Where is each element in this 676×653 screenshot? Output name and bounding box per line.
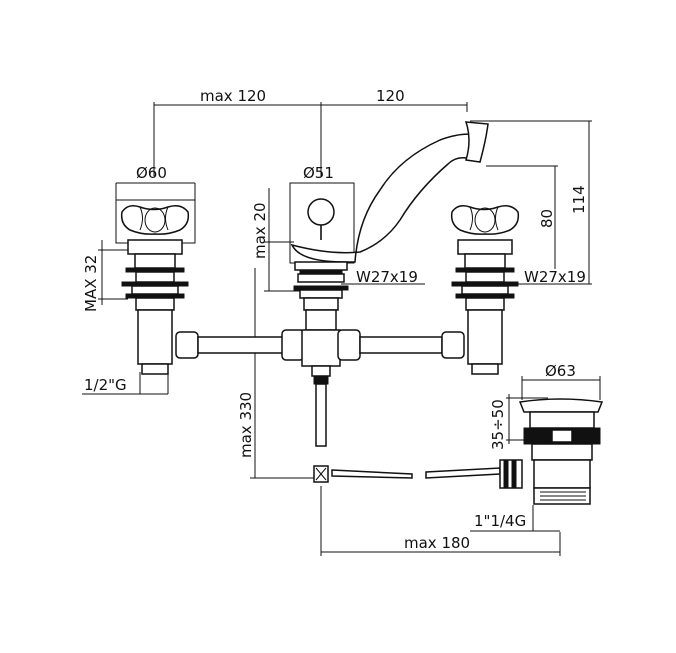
waste-rod	[313, 459, 523, 489]
label-inlet-thread: 1/2"G	[84, 376, 127, 394]
label-waste-thread: 1"1/4G	[474, 512, 526, 530]
label-rod-length: max 180	[404, 534, 470, 552]
label-overall-height: 114	[570, 185, 588, 214]
waste-drain	[518, 398, 604, 505]
label-top-right-span: 120	[376, 87, 405, 105]
label-spout-base-height: max 20	[251, 202, 269, 259]
dimension-labels: max 120 120 Ø60 Ø51 max 20 80 114 MAX 32…	[82, 87, 588, 552]
center-spout	[289, 121, 489, 447]
label-waste-diameter: Ø63	[545, 362, 576, 380]
label-mounting-depth: max 330	[237, 392, 255, 458]
label-valve-height: MAX 32	[82, 255, 100, 312]
label-spout-outlet-height: 80	[538, 209, 556, 228]
label-center-thread: W27x19	[356, 268, 418, 286]
right-pipe	[337, 329, 465, 361]
right-valve	[450, 205, 520, 375]
label-left-handle-diameter: Ø60	[136, 164, 167, 182]
label-spout-diameter: Ø51	[303, 164, 334, 182]
label-right-thread: W27x19	[524, 268, 586, 286]
label-top-left-span: max 120	[200, 87, 266, 105]
left-valve	[115, 199, 196, 375]
left-pipe	[175, 329, 305, 361]
label-waste-height-range: 35÷50	[489, 399, 507, 450]
